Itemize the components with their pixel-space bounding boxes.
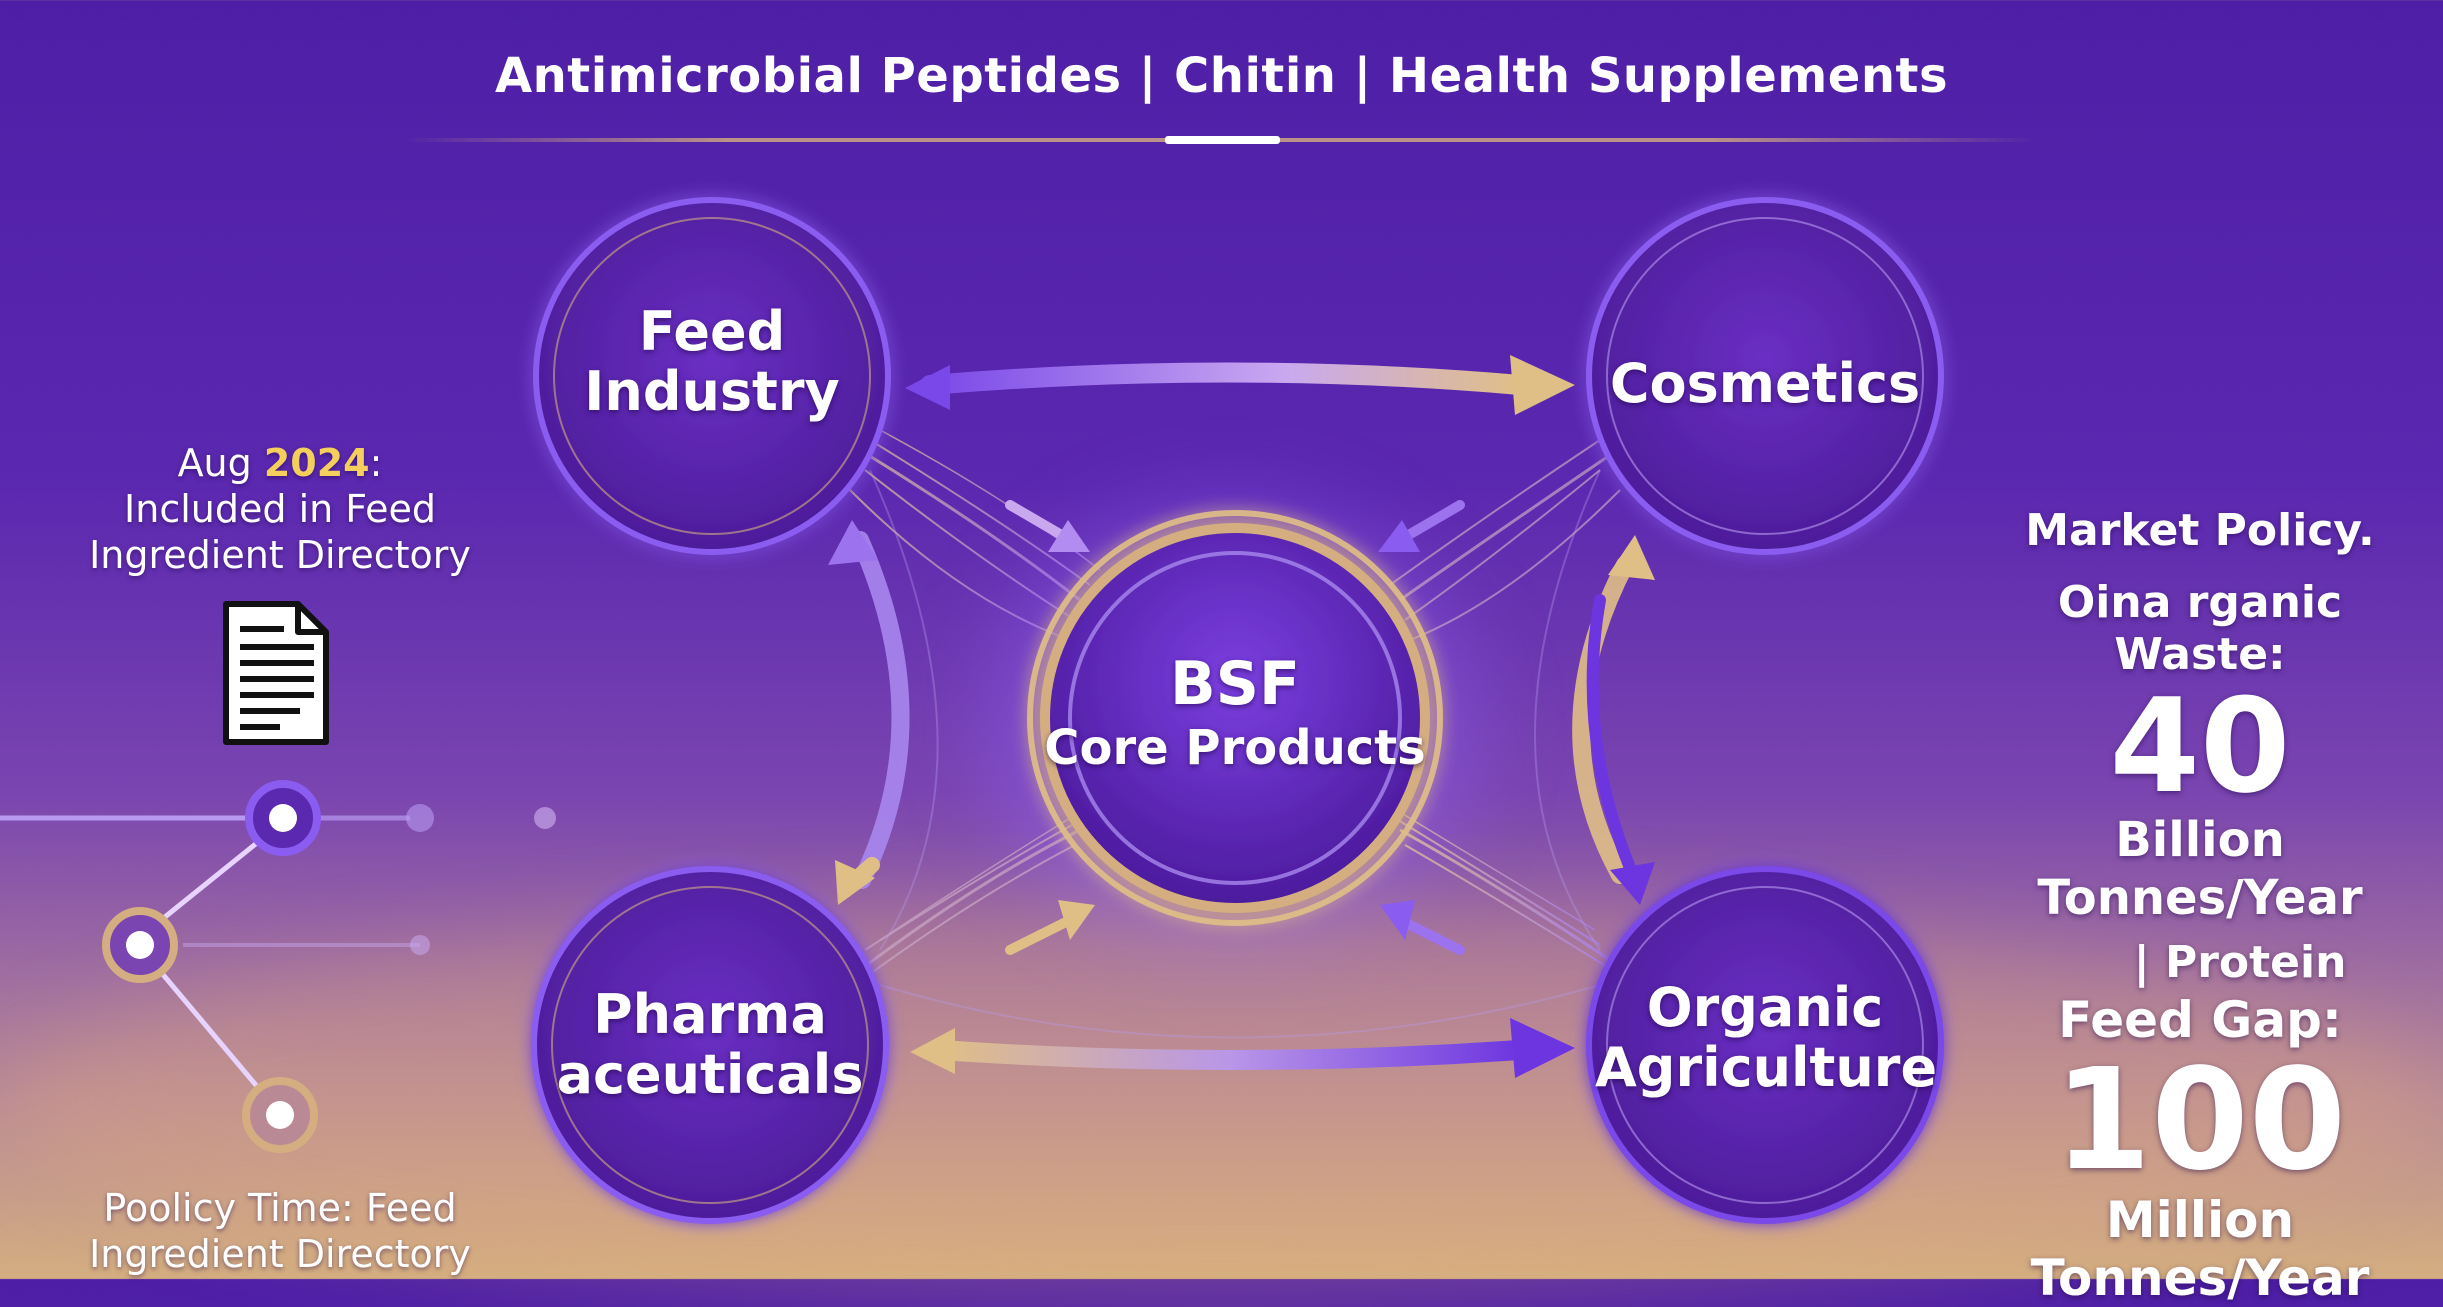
pharmaceuticals-line2: aceuticals: [556, 1043, 864, 1106]
organic-agriculture-line2: Agriculture: [1595, 1036, 1938, 1099]
arrow-feed-to-core: [1005, 500, 1090, 552]
protein-gap-label-1: | Protein: [2133, 937, 2347, 988]
arrow-cosmetics-organic: [1572, 535, 1655, 905]
timeline-bottom-note-line1: Poolicy Time: Feed: [103, 1186, 457, 1230]
timeline-bottom-note: Poolicy Time: Feed Ingredient Directory: [60, 1185, 500, 1277]
core-line1: BSF: [1170, 649, 1300, 719]
organic-waste-unit-1: Billion: [2115, 812, 2285, 868]
protein-gap-label-2: Feed Gap:: [2058, 991, 2342, 1049]
timeline-top-note: Aug 2024: Included in Feed Ingredient Di…: [60, 440, 500, 578]
date-year: 2024: [263, 441, 370, 485]
organic-waste-value: 40: [2109, 670, 2291, 822]
arrow-pharma-to-core: [1005, 900, 1095, 955]
protein-gap-unit-2: Tonnes/Year: [2030, 1249, 2370, 1307]
node-organic-agriculture[interactable]: [1586, 866, 1944, 1224]
arrow-feed-cosmetics: [905, 355, 1575, 415]
organic-waste-label: Oina rganic Waste:: [2057, 577, 2343, 680]
date-suffix: :: [369, 441, 383, 485]
market-policy-title: Market Policy.: [2025, 505, 2375, 556]
arrow-feed-pharma: [828, 520, 910, 905]
feed-industry-label: Feed Industry: [542, 302, 882, 422]
timeline: [0, 780, 556, 1153]
feed-industry-line1: Feed: [638, 300, 786, 363]
pharmaceuticals-line1: Pharma: [593, 983, 827, 1046]
timeline-top-note-line2: Included in Feed: [124, 487, 436, 531]
connector-bundle-feed: [849, 429, 1101, 641]
timeline-top-note-line1: Aug 2024:: [60, 440, 500, 486]
document-icon: [223, 601, 329, 745]
ecosystem-diagram: [0, 197, 1944, 1224]
connector-bundle-cosmetics: [1389, 439, 1621, 641]
timeline-bottom-note-line2: Ingredient Directory: [89, 1232, 471, 1276]
market-policy-panel: Market Policy. Oina rganic Waste: 40 Bil…: [1970, 505, 2430, 1307]
date-prefix: Aug: [177, 441, 264, 485]
organic-waste-unit-2: Tonnes/Year: [2037, 870, 2363, 926]
organic-agriculture-line1: Organic: [1646, 976, 1884, 1039]
pharmaceuticals-label: Pharma aceuticals: [540, 985, 880, 1105]
organic-agriculture-label: Organic Agriculture: [1595, 976, 1938, 1099]
timeline-top-note-line3: Ingredient Directory: [89, 533, 471, 577]
cosmetics-line1: Cosmetics: [1609, 352, 1921, 415]
protein-gap-unit-1: Million: [2105, 1191, 2295, 1249]
feed-industry-line2: Industry: [584, 360, 840, 423]
arrow-cosmetics-to-core: [1378, 500, 1465, 552]
header-title: Antimicrobial Peptides | Chitin | Health…: [494, 48, 1949, 104]
arrow-organic-to-core: [1380, 900, 1465, 955]
node-pharmaceuticals[interactable]: [531, 866, 889, 1224]
node-cosmetics[interactable]: [1586, 197, 1944, 555]
protein-gap-value: 100: [2053, 1039, 2347, 1202]
connector-curves: [869, 469, 1601, 1039]
core-label: BSF Core Products: [1035, 650, 1435, 778]
node-core[interactable]: [1027, 510, 1443, 926]
node-feed-industry[interactable]: [533, 197, 891, 555]
connector-bundle-organic: [1379, 799, 1621, 976]
cosmetics-label: Cosmetics: [1595, 354, 1935, 414]
arrow-pharma-organic: [910, 1018, 1575, 1078]
header-divider-accent: [1165, 136, 1280, 144]
core-line2: Core Products: [1044, 720, 1426, 776]
